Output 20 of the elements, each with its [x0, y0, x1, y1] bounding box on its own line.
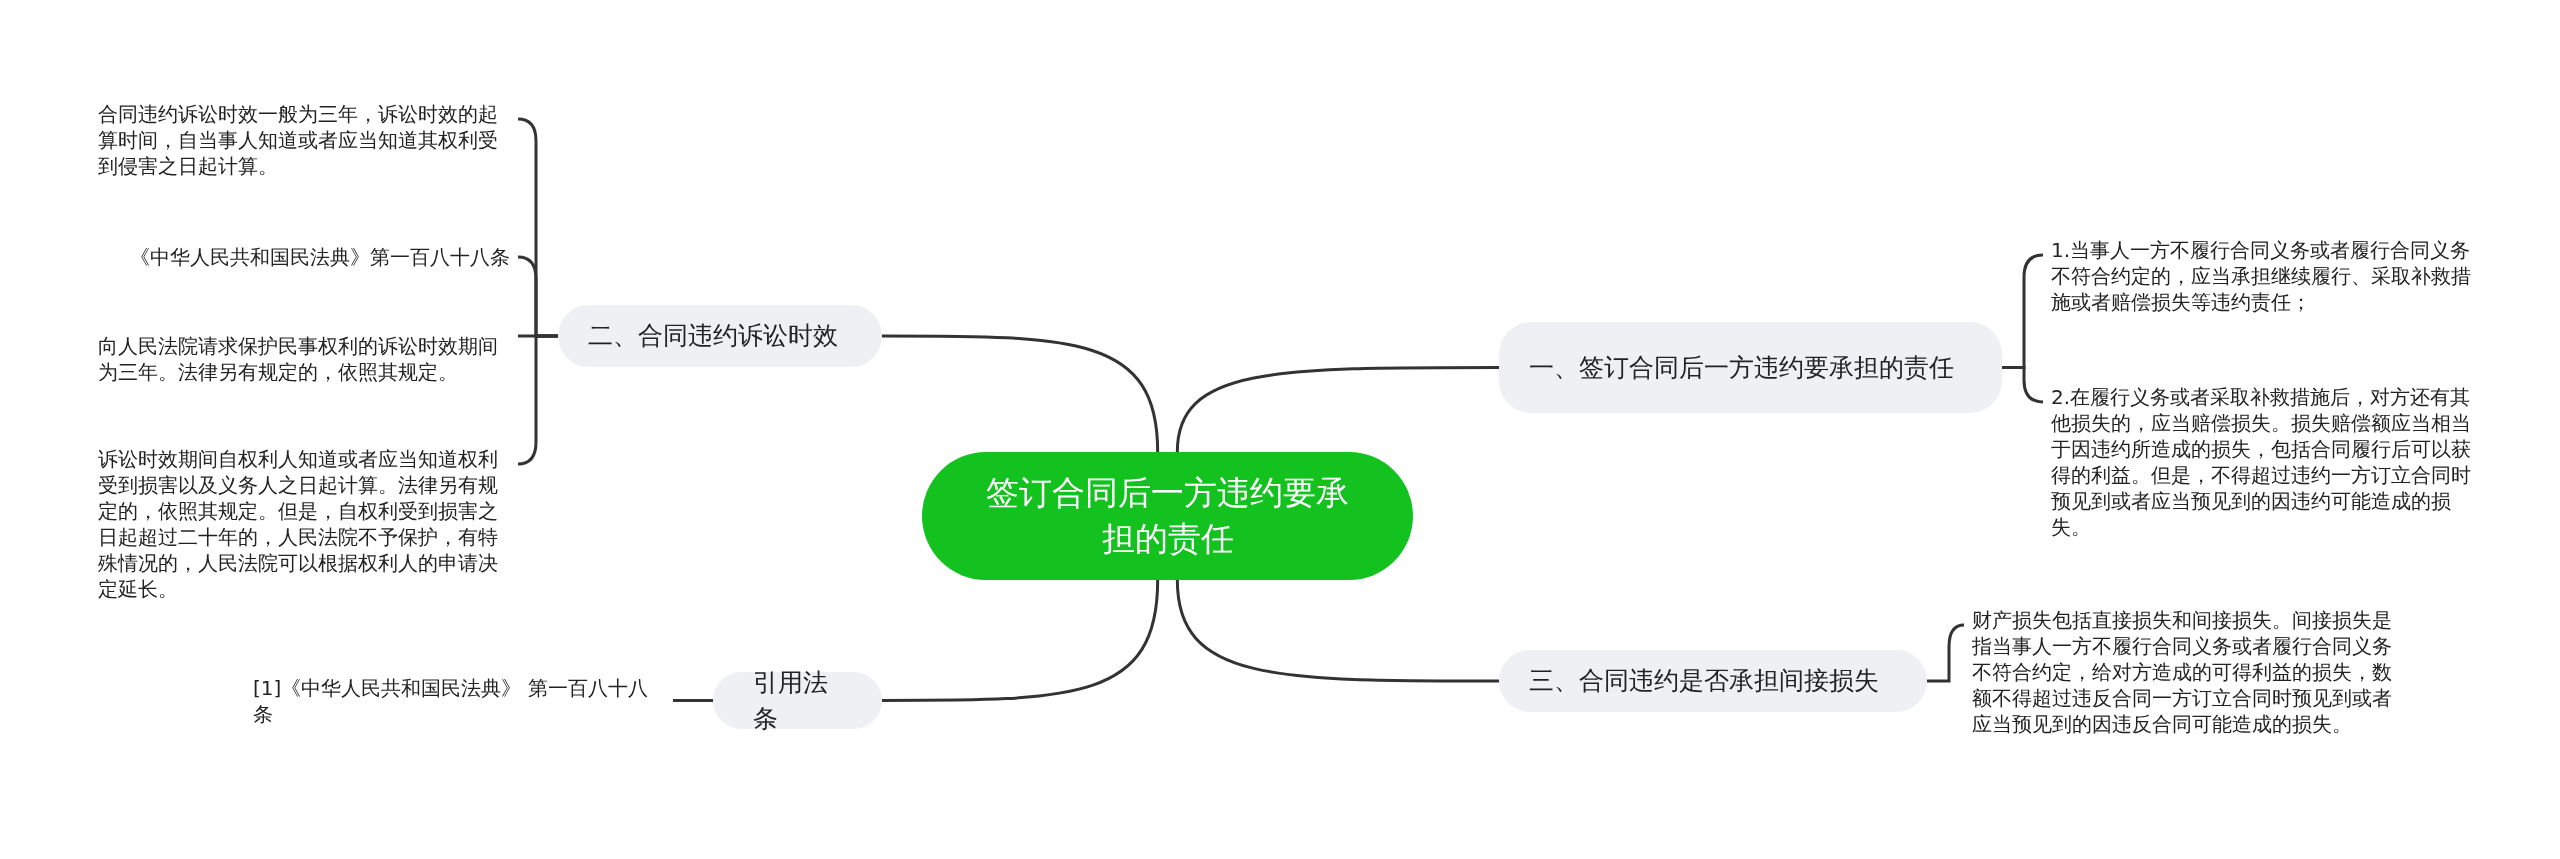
note-text: 财产损失包括直接损失和间接损失。间接损失是指当事人一方不履行合同义务或者履行合同义务不符合约定，给对方造成的可得利益的损失，数额不得超过违反合同一方订立合同时预见到或者应当预见到的因违反合同可能造成的损失。	[1972, 607, 2392, 737]
topic-box: 引用法条	[713, 672, 882, 729]
connector-line	[882, 334, 1160, 453]
note-text: 向人民法院请求保护民事权利的诉讼时效期间为三年。法律另有规定的，依照其规定。	[98, 333, 510, 385]
topic-box: 一、签订合同后一方违约要承担的责任	[1499, 322, 2002, 413]
note-text: 诉讼时效期间自权利人知道或者应当知道权利受到损害以及义务人之日起计算。法律另有规定的，依照其规定。但是，自权利受到损害之日起超过二十年的，人民法院不予保护，有特殊情况的，人民法院可以根据权利人的申请决定延长。	[98, 446, 510, 602]
central-topic: 签订合同后一方违约要承担的责任	[922, 452, 1413, 580]
connector-line	[882, 579, 1160, 702]
note-text: 2.在履行义务或者采取补救措施后，对方还有其他损失的，应当赔偿损失。损失赔偿额应当相当于因违约所造成的损失，包括合同履行后可以获得的利益。但是，不得超过违约一方订立合同时预见到或者应当预见到的因违约可能造成的损失。	[2051, 384, 2471, 540]
connector-line	[2002, 366, 2044, 404]
topic-box: 二、合同违约诉讼时效	[558, 305, 882, 367]
note-text: [1]《中华人民共和国民法典》 第一百八十八条	[253, 675, 665, 727]
connector-line	[673, 699, 713, 702]
connector-line	[1175, 579, 1499, 683]
connector-line	[1175, 366, 1499, 453]
note-text: 合同违约诉讼时效一般为三年，诉讼时效的起算时间，自当事人知道或者应当知道其权利受到侵害之日起计算。	[98, 101, 510, 179]
note-text: 1.当事人一方不履行合同义务或者履行合同义务不符合约定的，应当承担继续履行、采取补救措施或者赔偿损失等违约责任；	[2051, 237, 2471, 315]
topic-box: 三、合同违约是否承担间接损失	[1499, 650, 1927, 712]
note-text: 《中华人民共和国民法典》第一百八十八条	[98, 244, 510, 270]
connector-line	[1927, 623, 1965, 683]
